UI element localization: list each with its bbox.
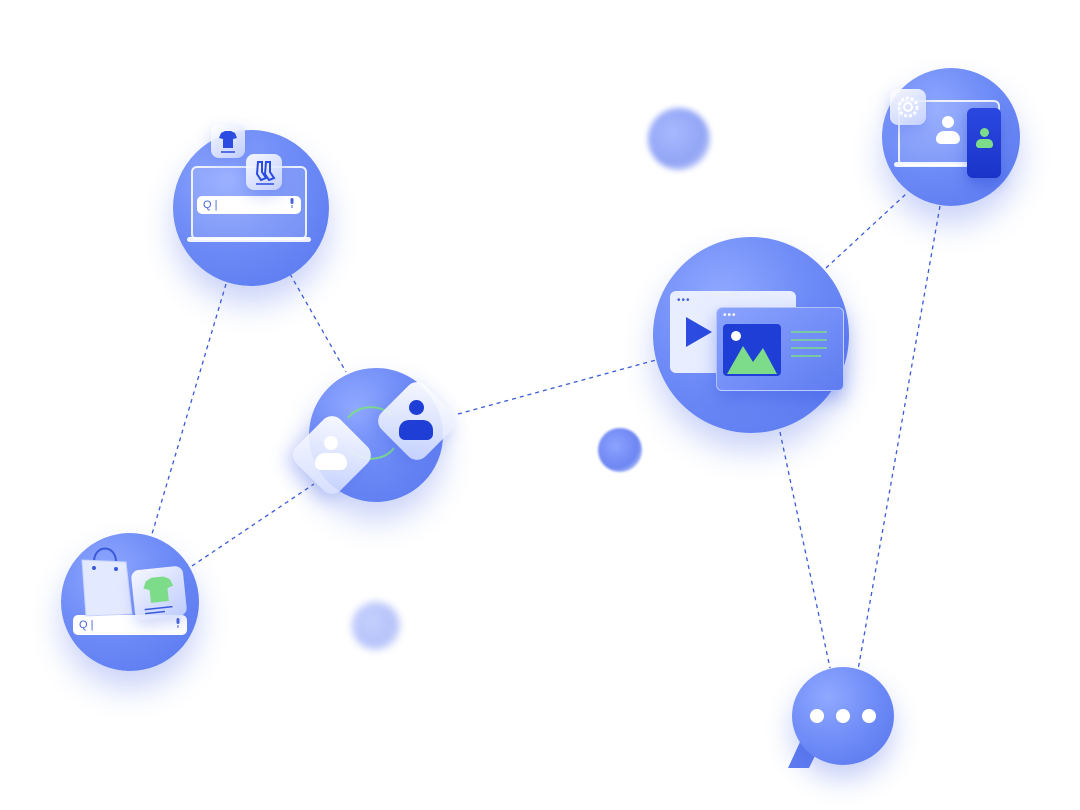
text-lines-icon [791,331,827,357]
typing-dot [836,709,850,723]
user-avatar-icon [313,436,349,476]
decorative-blur-dot [598,428,642,472]
search-caret-text: Q | [203,199,218,211]
typing-dot [862,709,876,723]
search-caret-text: Q | [79,619,94,631]
link-laptop-bag [151,283,227,535]
tshirt-card-icon [130,565,188,621]
link-devices-chat [857,205,941,671]
link-media-devices [825,193,907,269]
decorative-blur-dot [352,602,400,650]
link-swap-media [457,359,657,415]
microphone-icon [289,196,295,214]
window-dots-icon: ••• [723,310,737,321]
user-avatar-icon [398,400,434,442]
decorative-blur-dot [648,108,710,170]
link-media-chat [779,431,831,669]
link-bag-swap [191,483,315,567]
link-laptop-swap [289,273,347,373]
laptop-base [187,237,311,242]
play-icon [686,317,712,347]
image-landscape-icon [723,324,781,376]
window-dots-icon: ••• [677,295,691,306]
typing-dot [810,709,824,723]
search-bar: Q | [197,196,301,214]
user-avatar-icon [934,116,962,146]
tshirt-icon [211,124,245,158]
microphone-icon [175,616,181,634]
laptop-base [894,162,998,167]
socks-icon [246,154,282,190]
shopping-bag-icon [80,540,136,618]
image-window: ••• [716,307,844,391]
search-bar: Q | [73,615,187,635]
chat-bubble-icon [792,667,894,765]
phone-user-icon [967,108,1001,178]
settings-gear-icon [890,89,926,125]
